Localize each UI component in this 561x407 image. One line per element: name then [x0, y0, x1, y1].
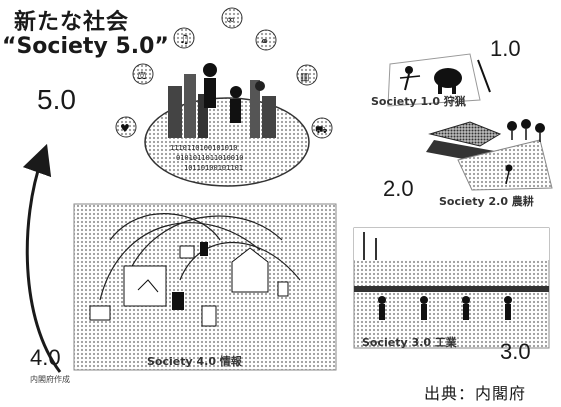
- stage-3-number: 3.0: [500, 339, 531, 364]
- stage-4-number: 4.0: [30, 345, 61, 370]
- link-icon: ∞: [221, 7, 243, 29]
- network-icon: ⚭: [255, 29, 277, 51]
- svg-text:0101011011010010: 0101011011010010: [176, 154, 243, 162]
- binary-code-text: 1110110100101010 0101011011010010 101101…: [170, 144, 243, 172]
- stage-1-number: 1.0: [490, 36, 521, 61]
- stage-1-caption: Society 1.0 狩猟: [371, 95, 466, 108]
- svg-text:⚭: ⚭: [260, 35, 269, 48]
- society-5-illustration: 1110110100101010 0101011011010010 101101…: [144, 63, 310, 187]
- society-3-illustration: [353, 227, 550, 349]
- svg-text:⛟: ⛟: [315, 125, 328, 136]
- music-icon: ♫: [173, 27, 195, 49]
- stage-4-caption: Society 4.0 情報: [147, 355, 242, 368]
- stage-2-number: 2.0: [383, 176, 414, 201]
- stage-2-caption: Society 2.0 農耕: [439, 195, 534, 208]
- stage-5-number: 5.0: [37, 84, 76, 115]
- source-credit: 出典：内閣府: [424, 384, 527, 403]
- heart-icon: ♥: [115, 116, 137, 138]
- progress-arrow: [22, 143, 62, 373]
- creator-label: 内閣府作成: [30, 375, 70, 384]
- society-4-illustration: [73, 203, 337, 371]
- svg-text:♥: ♥: [120, 122, 130, 135]
- svg-text:10110100101101: 10110100101101: [184, 164, 243, 172]
- balance-scale-icon: ⚖: [132, 63, 154, 85]
- title-line-1: 新たな社会: [14, 10, 130, 35]
- svg-text:∞: ∞: [226, 13, 235, 26]
- title-line-2: “Society 5.0”: [2, 34, 169, 59]
- factory-icon: ▥: [296, 64, 318, 86]
- svg-text:⚖: ⚖: [137, 69, 147, 82]
- svg-text:1110110100101010: 1110110100101010: [170, 144, 237, 152]
- society-2-illustration: [426, 119, 553, 191]
- car-icon: ⛟: [311, 117, 333, 139]
- stage-3-caption: Society 3.0 工業: [362, 336, 457, 349]
- svg-text:▥: ▥: [300, 72, 309, 83]
- svg-text:♫: ♫: [179, 32, 190, 46]
- society-1-illustration: [387, 53, 491, 107]
